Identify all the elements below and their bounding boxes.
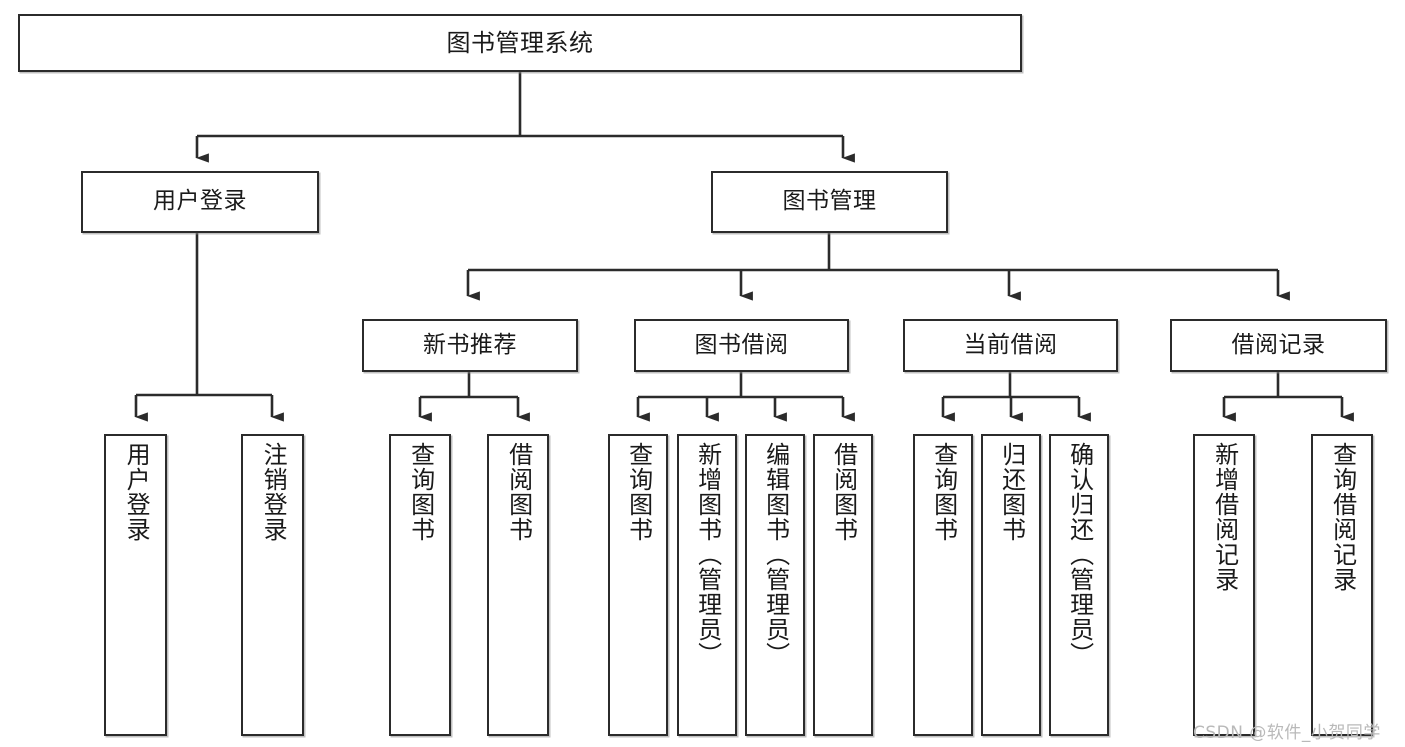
leaf-label: 查询图书 xyxy=(406,442,435,542)
node-root[interactable]: 图书管理系统 xyxy=(18,14,1022,72)
leaf-borrow-record-add[interactable]: 新增借阅记录 xyxy=(1193,434,1255,736)
node-root-label: 图书管理系统 xyxy=(446,28,594,57)
node-current-borrow-label: 当前借阅 xyxy=(963,331,1058,358)
leaf-label: 查询图书 xyxy=(929,442,958,542)
node-book-management-label: 图书管理 xyxy=(782,188,877,215)
leaf-new-book-borrow[interactable]: 借阅图书 xyxy=(487,434,549,736)
leaf-label: 借阅图书 xyxy=(504,442,533,542)
leaf-label: 新增借阅记录 xyxy=(1210,442,1239,592)
leaf-label: 查询借阅记录 xyxy=(1328,442,1357,592)
node-book-borrow-label: 图书借阅 xyxy=(694,331,789,358)
leaf-user-login-login[interactable]: 用户登录 xyxy=(104,434,167,736)
leaf-label: 归还图书 xyxy=(997,442,1026,542)
csdn-watermark: CSDN @软件_小贺同学 xyxy=(1193,723,1381,743)
leaf-current-borrow-confirm-return[interactable]: 确认归还（管理员） xyxy=(1049,434,1109,736)
leaf-current-borrow-return[interactable]: 归还图书 xyxy=(981,434,1041,736)
leaf-book-borrow-borrow[interactable]: 借阅图书 xyxy=(813,434,873,736)
leaf-new-book-query[interactable]: 查询图书 xyxy=(389,434,451,736)
node-user-login[interactable]: 用户登录 xyxy=(81,171,319,233)
node-borrow-record[interactable]: 借阅记录 xyxy=(1170,319,1387,372)
leaf-borrow-record-query[interactable]: 查询借阅记录 xyxy=(1311,434,1373,736)
node-current-borrow[interactable]: 当前借阅 xyxy=(903,319,1118,372)
leaf-current-borrow-query[interactable]: 查询图书 xyxy=(913,434,973,736)
leaf-label: 编辑图书（管理员） xyxy=(761,442,790,667)
node-borrow-record-label: 借阅记录 xyxy=(1231,331,1326,358)
leaf-label: 确认归还（管理员） xyxy=(1065,442,1094,667)
leaf-book-borrow-edit[interactable]: 编辑图书（管理员） xyxy=(745,434,805,736)
leaf-label: 新增图书（管理员） xyxy=(693,442,722,667)
node-user-login-label: 用户登录 xyxy=(153,188,247,215)
leaf-label: 借阅图书 xyxy=(829,442,858,542)
leaf-label: 查询图书 xyxy=(624,442,653,542)
node-book-management[interactable]: 图书管理 xyxy=(711,171,948,233)
node-new-book-recommend-label: 新书推荐 xyxy=(423,331,517,358)
leaf-user-login-logout[interactable]: 注销登录 xyxy=(241,434,304,736)
leaf-label: 注销登录 xyxy=(259,442,288,542)
node-new-book-recommend[interactable]: 新书推荐 xyxy=(362,319,578,372)
leaf-label: 用户登录 xyxy=(122,442,151,542)
node-book-borrow[interactable]: 图书借阅 xyxy=(634,319,849,372)
leaf-book-borrow-query[interactable]: 查询图书 xyxy=(608,434,668,736)
leaf-book-borrow-add[interactable]: 新增图书（管理员） xyxy=(677,434,737,736)
